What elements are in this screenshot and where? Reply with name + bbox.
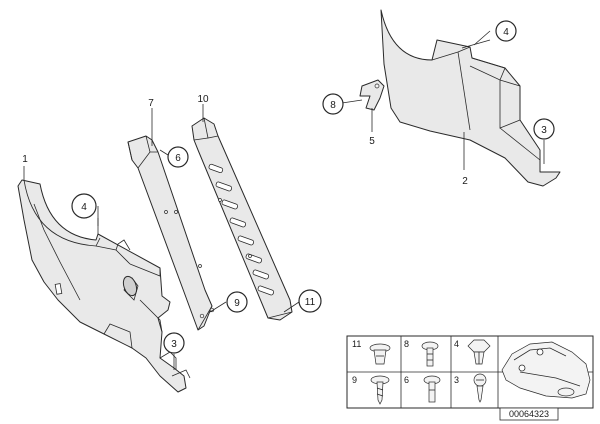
svg-text:3: 3 — [541, 125, 547, 136]
svg-text:4: 4 — [503, 27, 509, 38]
retaining-clip — [359, 79, 385, 132]
label-part-7: 7 — [148, 98, 154, 109]
leader-lines — [97, 30, 545, 370]
label-part-1: 1 — [22, 154, 28, 165]
svg-text:6: 6 — [175, 153, 181, 164]
bracket-long — [127, 108, 215, 331]
legend-cell-4: 4 — [454, 339, 459, 349]
trim-panel-right — [380, 9, 561, 187]
callout-11-rail: 11 — [298, 289, 322, 313]
svg-text:8: 8 — [330, 100, 336, 111]
rivet-icon — [423, 375, 441, 403]
svg-text:3: 3 — [171, 339, 177, 350]
catalog-number: 00064323 — [499, 407, 559, 421]
callout-9-bracket: 9 — [226, 291, 248, 313]
trim-panel-left — [17, 166, 191, 393]
label-part-10: 10 — [197, 94, 209, 105]
legend-cell-6: 6 — [404, 375, 409, 385]
svg-text:00064323: 00064323 — [509, 409, 549, 419]
screw-icon — [370, 375, 390, 405]
callout-4-left: 4 — [71, 193, 97, 219]
vehicle-location-icon — [501, 341, 591, 399]
bolt-icon — [421, 341, 439, 367]
slotted-rail — [191, 104, 293, 321]
svg-text:4: 4 — [81, 202, 87, 213]
callout-4-right: 4 — [495, 20, 517, 42]
svg-text:11: 11 — [305, 297, 316, 308]
expanding-clip-icon — [467, 339, 491, 365]
callout-3-right: 3 — [533, 118, 555, 140]
legend-cell-11: 11 — [352, 339, 361, 349]
fastener-legend: 11 8 4 9 6 3 — [346, 335, 594, 409]
legend-cell-8: 8 — [404, 339, 409, 349]
legend-cell-3: 3 — [454, 375, 459, 385]
label-part-5: 5 — [369, 136, 375, 147]
callout-6-bracket: 6 — [167, 146, 189, 168]
push-clip-icon — [369, 343, 391, 365]
callout-3-left: 3 — [163, 332, 185, 354]
svg-text:9: 9 — [234, 298, 240, 309]
self-tapping-screw-icon — [473, 373, 487, 403]
callout-8-clip: 8 — [322, 93, 344, 115]
label-part-2: 2 — [462, 176, 468, 187]
legend-cell-9: 9 — [352, 375, 357, 385]
